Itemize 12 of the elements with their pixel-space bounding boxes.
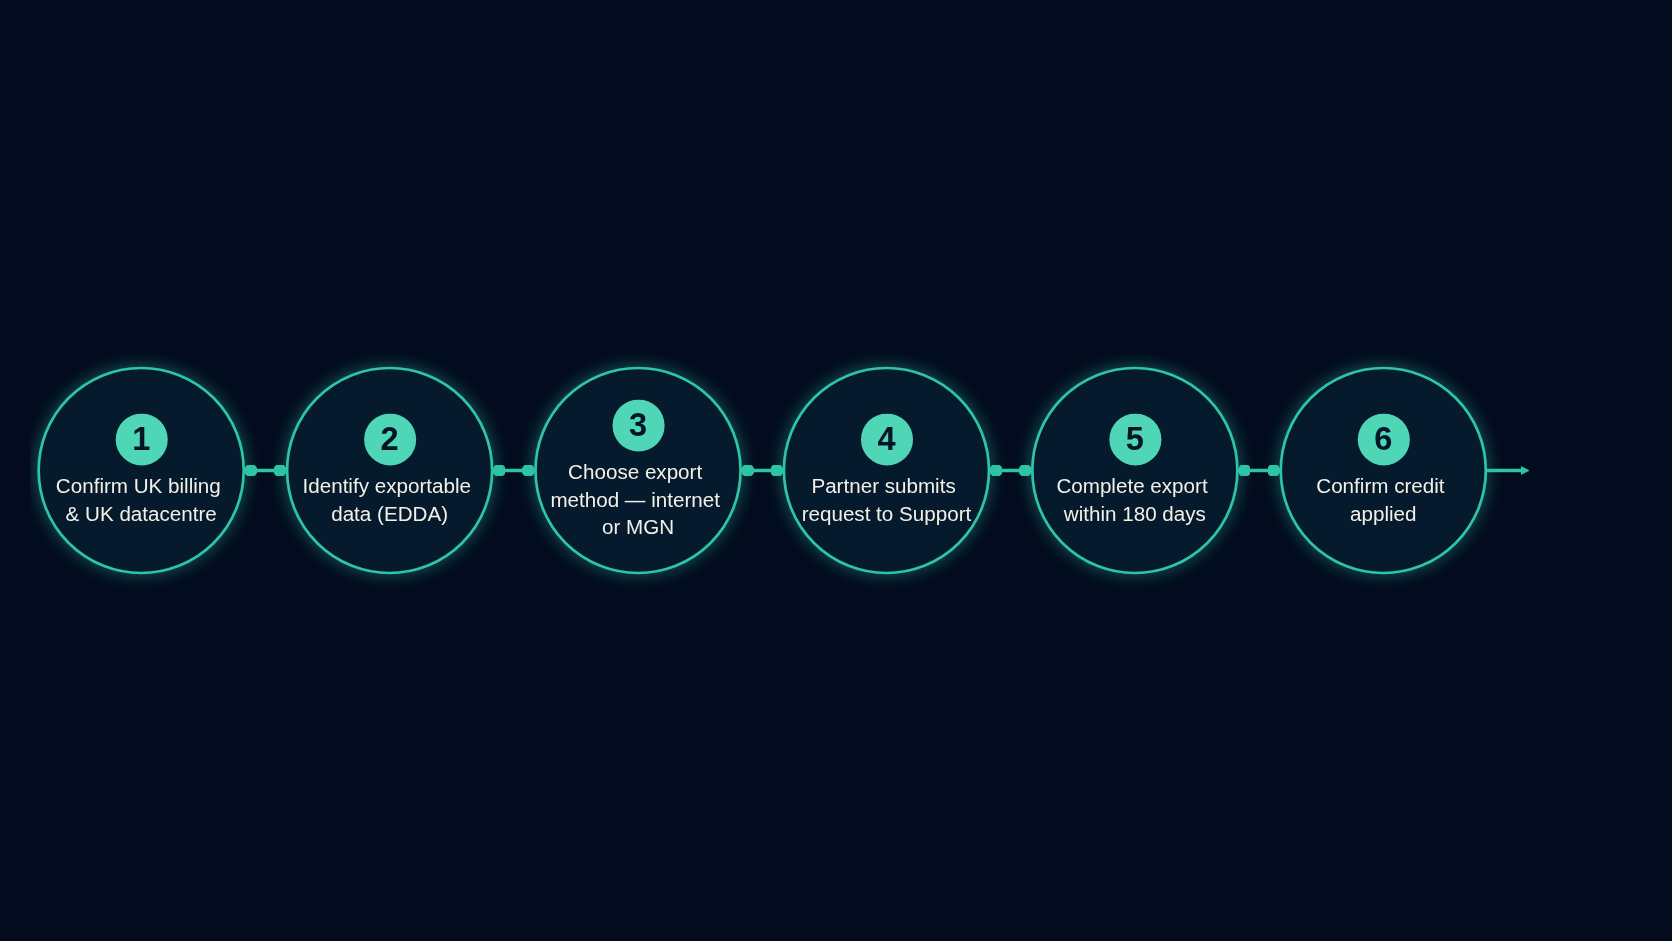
arrow (1485, 465, 1530, 476)
node-circle: 3 Choose export method — internet or MGN (534, 366, 742, 575)
node-circle: 2 Identify exportable data (EDDA) (285, 366, 494, 575)
connector (492, 463, 536, 478)
connector (243, 463, 288, 478)
connector (740, 463, 784, 478)
node-circle: 1 Confirm UK billing & UK datacentre (37, 366, 246, 575)
node-circle: 6 Confirm credit applied (1279, 366, 1488, 575)
node-circle: 5 Complete export within 180 days (1031, 366, 1239, 575)
node-circle: 4 Partner submits request to Support (782, 366, 991, 575)
connector (1237, 463, 1281, 478)
connector (988, 463, 1033, 478)
